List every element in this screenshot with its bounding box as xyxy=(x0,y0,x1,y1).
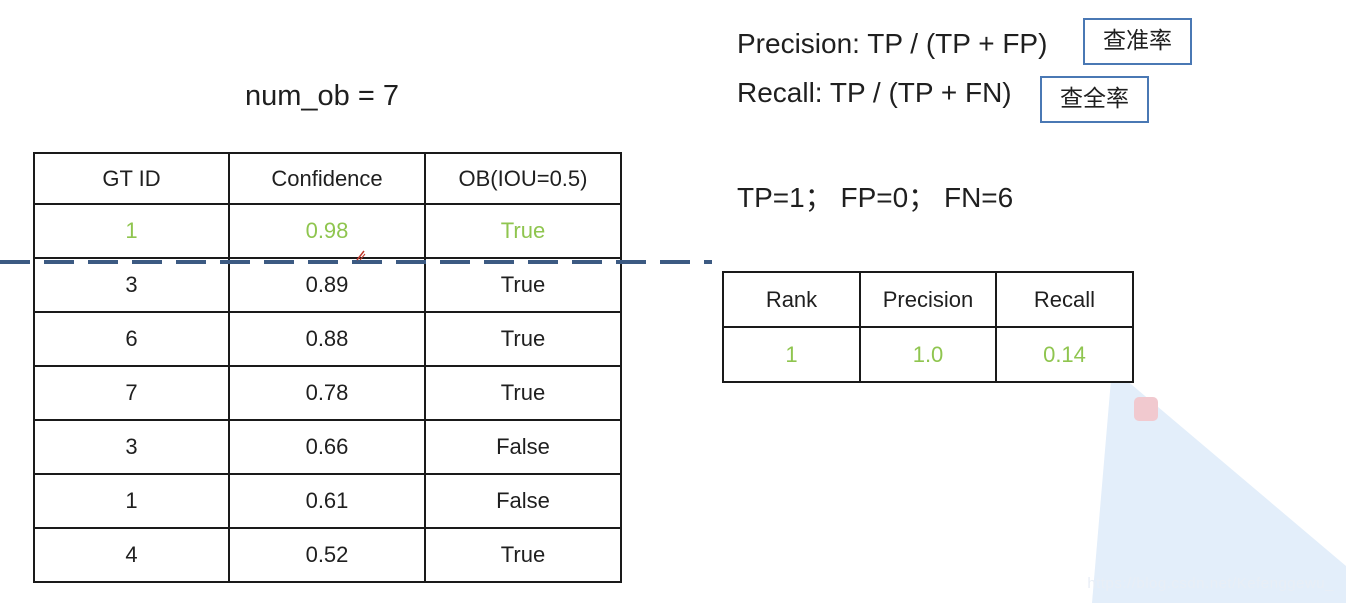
num-ob-label: num_ob = 7 xyxy=(245,80,399,112)
gt-id-cell: 7 xyxy=(33,365,230,421)
pen-cursor-icon xyxy=(356,250,366,261)
precision-chinese-box: 查准率 xyxy=(1083,18,1192,65)
precision-formula: Precision: TP / (TP + FP) xyxy=(737,28,1048,59)
recall-cell: 0.14 xyxy=(995,326,1134,383)
confidence-cell: 0.88 xyxy=(228,311,426,367)
table-row: 3 0.89 True xyxy=(33,257,622,313)
confidence-cell: 0.61 xyxy=(228,473,426,529)
precision-cell: 1.0 xyxy=(859,326,997,383)
table-row: 3 0.66 False xyxy=(33,419,622,475)
gt-id-cell: 1 xyxy=(33,203,230,259)
gt-id-cell: 3 xyxy=(33,257,230,313)
gt-id-cell: 1 xyxy=(33,473,230,529)
table-row: 6 0.88 True xyxy=(33,311,622,367)
ob-cell: True xyxy=(424,203,622,259)
watermark-text: https://blog.csdn.net/Kefenggewu_ xyxy=(1087,575,1334,592)
gt-id-cell: 4 xyxy=(33,527,230,583)
table-row: 1 0.98 True xyxy=(33,203,622,259)
ob-cell: False xyxy=(424,473,622,529)
header-rank: Rank xyxy=(722,271,861,328)
header-precision: Precision xyxy=(859,271,997,328)
ob-cell: True xyxy=(424,365,622,421)
ob-cell: False xyxy=(424,419,622,475)
detection-table: GT ID Confidence OB(IOU=0.5) 1 0.98 True… xyxy=(33,152,622,583)
ob-cell: True xyxy=(424,527,622,583)
recall-formula: Recall: TP / (TP + FN) xyxy=(737,77,1012,108)
ob-cell: True xyxy=(424,311,622,367)
table-header-row: GT ID Confidence OB(IOU=0.5) xyxy=(33,152,622,205)
gt-id-cell: 3 xyxy=(33,419,230,475)
watermark-icon xyxy=(1134,397,1158,421)
threshold-dashed-line xyxy=(0,260,712,264)
confidence-cell: 0.89 xyxy=(228,257,426,313)
table-row: 1 0.61 False xyxy=(33,473,622,529)
ob-cell: True xyxy=(424,257,622,313)
header-gt-id: GT ID xyxy=(33,152,230,205)
table-row: 1 1.0 0.14 xyxy=(722,326,1134,383)
gt-id-cell: 6 xyxy=(33,311,230,367)
table-row: 4 0.52 True xyxy=(33,527,622,583)
header-confidence: Confidence xyxy=(228,152,426,205)
recall-chinese-box: 查全率 xyxy=(1040,76,1149,123)
table-header-row: Rank Precision Recall xyxy=(722,271,1134,328)
confidence-cell: 0.52 xyxy=(228,527,426,583)
rank-cell: 1 xyxy=(722,326,861,383)
confidence-cell: 0.66 xyxy=(228,419,426,475)
rank-table: Rank Precision Recall 1 1.0 0.14 xyxy=(722,271,1134,383)
confidence-cell: 0.78 xyxy=(228,365,426,421)
header-ob: OB(IOU=0.5) xyxy=(424,152,622,205)
header-recall: Recall xyxy=(995,271,1134,328)
table-row: 7 0.78 True xyxy=(33,365,622,421)
tp-fp-fn-counts: TP=1； FP=0； FN=6 xyxy=(737,182,1014,213)
confidence-cell: 0.98 xyxy=(228,203,426,259)
